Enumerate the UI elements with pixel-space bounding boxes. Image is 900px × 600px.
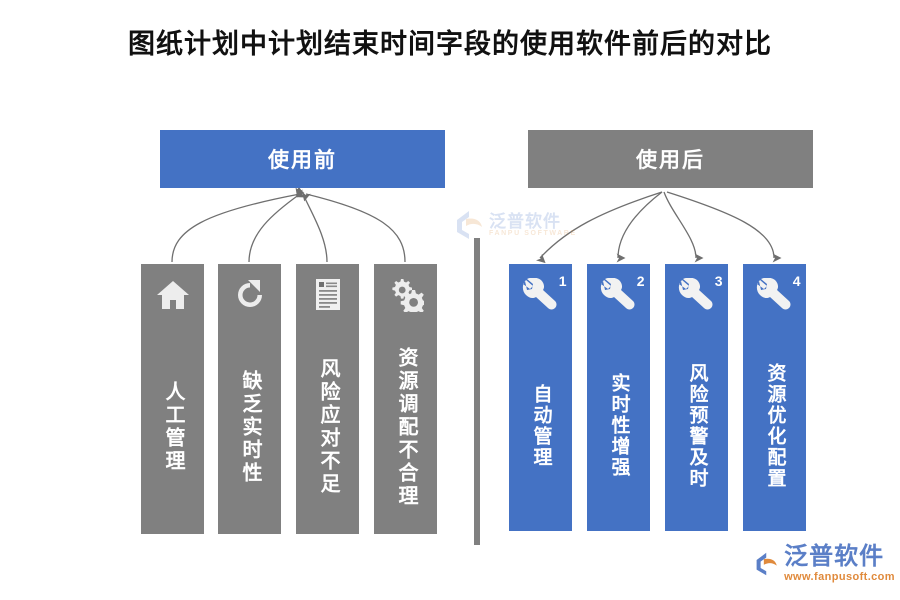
- after-column-3-badge: 3: [714, 273, 723, 289]
- home-icon: [146, 275, 200, 315]
- wrench-icon: 4: [748, 273, 802, 314]
- after-column-3[interactable]: 3 风险预警及时: [665, 264, 728, 531]
- before-column-3[interactable]: 风险应对不足: [296, 264, 359, 534]
- banner-after: 使用后: [528, 130, 813, 188]
- before-column-4-label: 资源调配不合理: [395, 346, 417, 508]
- refresh-icon: [223, 275, 277, 315]
- wrench-icon: 3: [670, 273, 724, 314]
- after-column-4[interactable]: 4 资源优化配置: [743, 264, 806, 531]
- section-divider: [474, 238, 480, 545]
- after-column-4-label: 资源优化配置: [764, 362, 786, 489]
- logo-cn: 泛普软件: [784, 543, 885, 570]
- after-column-2-label: 实时性增强: [608, 373, 630, 479]
- before-column-3-label: 风险应对不足: [317, 358, 339, 497]
- after-column-4-badge: 4: [792, 273, 801, 289]
- fanpu-logo-mark-icon: [756, 552, 777, 576]
- after-column-2-badge: 2: [636, 273, 645, 289]
- logo-url: www.fanpusoft.com: [784, 571, 895, 583]
- after-column-3-label: 风险预警及时: [686, 362, 708, 489]
- wrench-icon: 2: [592, 273, 646, 314]
- after-column-1-label: 自动管理: [530, 383, 552, 468]
- watermark: 泛普软件 FANPU SOFTWARE: [455, 203, 605, 247]
- before-column-2[interactable]: 缺乏实时性: [218, 264, 281, 534]
- before-column-1[interactable]: 人工管理: [141, 264, 204, 534]
- banner-before-label: 使用前: [268, 149, 337, 172]
- watermark-en: FANPU SOFTWARE: [489, 230, 577, 238]
- before-column-1-label: 人工管理: [162, 381, 184, 474]
- after-column-2[interactable]: 2 实时性增强: [587, 264, 650, 531]
- fanpu-logo-mark-icon: [457, 211, 482, 239]
- watermark-cn: 泛普软件: [489, 211, 561, 231]
- wrench-icon: 1: [514, 273, 568, 314]
- before-column-4[interactable]: 资源调配不合理: [374, 264, 437, 534]
- banner-after-label: 使用后: [636, 149, 705, 172]
- banner-before: 使用前: [160, 130, 445, 188]
- gears-icon: [379, 275, 433, 315]
- fanpu-logo: 泛普软件 www.fanpusoft.com: [755, 540, 895, 588]
- after-column-1-badge: 1: [558, 273, 567, 289]
- before-column-2-label: 缺乏实时性: [239, 369, 261, 485]
- page-title: 图纸计划中计划结束时间字段的使用软件前后的对比: [128, 29, 772, 59]
- after-column-1[interactable]: 1 自动管理: [509, 264, 572, 531]
- document-icon: [301, 275, 355, 315]
